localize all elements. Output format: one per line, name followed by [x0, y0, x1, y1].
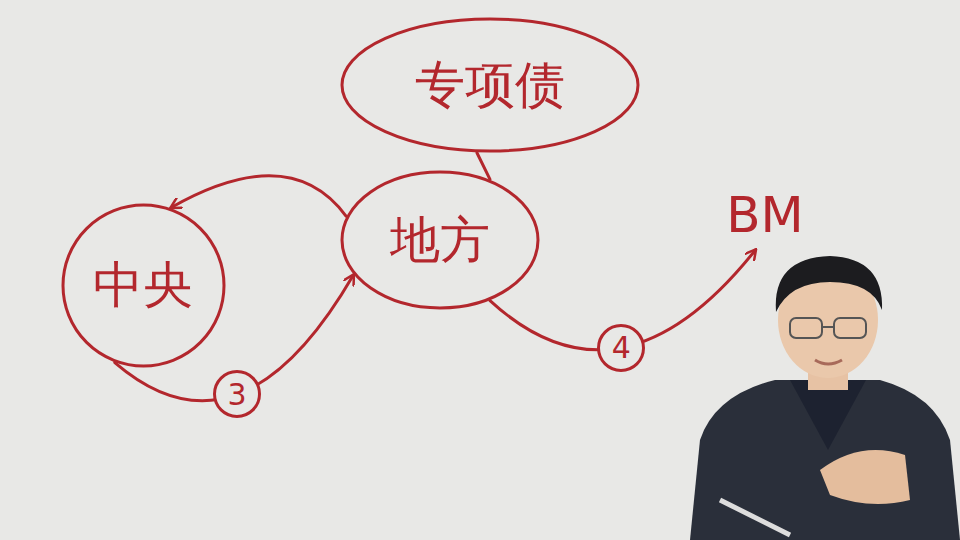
node-label: BM: [726, 188, 803, 243]
topic-oval: 专项债: [340, 17, 640, 153]
node-label: 中央: [93, 258, 193, 313]
node-label: 地方: [390, 213, 490, 268]
entity-text: BM: [710, 180, 820, 251]
callout-number: 4: [597, 324, 645, 372]
connector: [171, 176, 346, 216]
entity-circle: 中央: [61, 203, 226, 368]
entity-circle: 地方: [340, 170, 540, 310]
connector: [477, 153, 490, 180]
node-label: 专项债: [415, 58, 565, 113]
callout-number: 3: [213, 370, 261, 418]
